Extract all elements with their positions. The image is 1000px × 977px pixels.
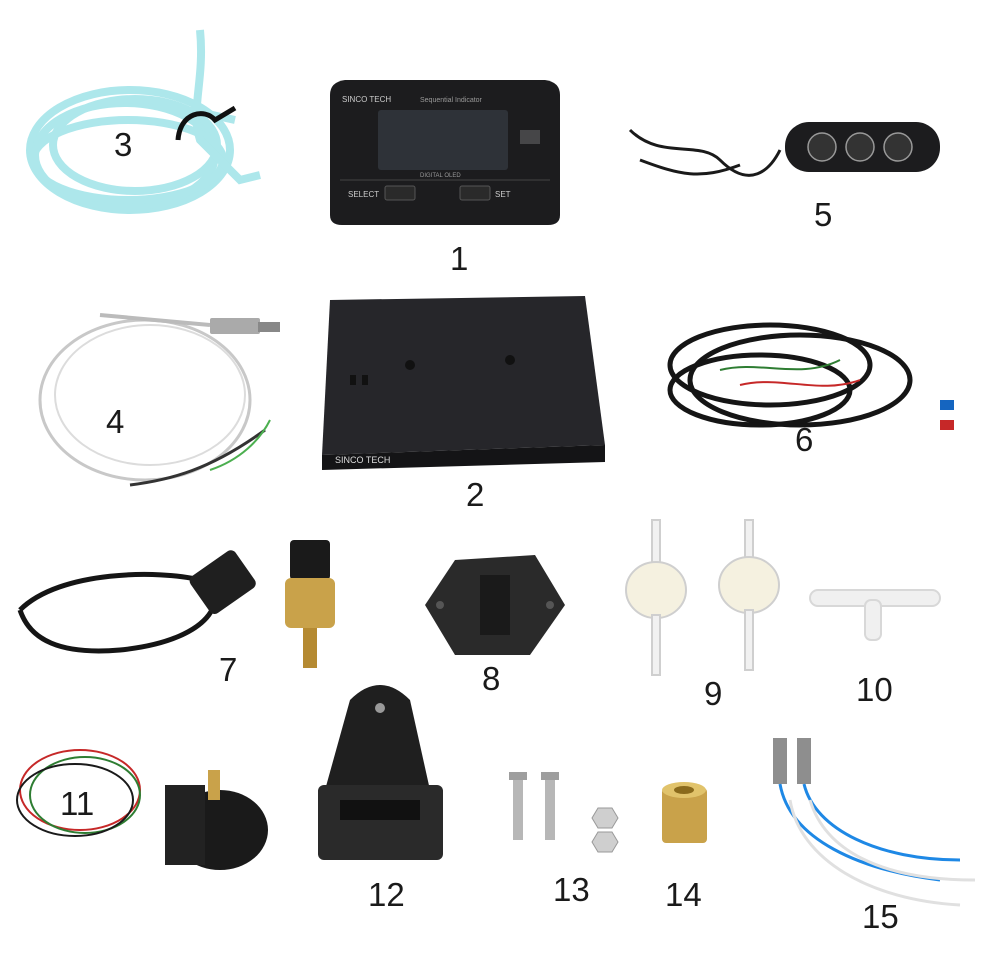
label-part-6: 6: [795, 421, 814, 458]
display-bracket: [318, 685, 443, 860]
label-part-4: 4: [106, 403, 125, 440]
control-box-brand-text: SINCO TECH: [335, 455, 390, 465]
select-button-text: SELECT: [348, 190, 379, 199]
remote-controller: [628, 122, 940, 177]
mounting-plate: [425, 555, 565, 655]
hose-tie: [175, 105, 237, 141]
t-connector: [809, 589, 941, 641]
display-unit: SINCO TECH Sequential Indicator DIGITAL …: [330, 80, 560, 225]
label-part-11: 11: [60, 785, 95, 822]
boost-solenoid: [16, 749, 268, 870]
screws-and-nuts: [509, 772, 619, 853]
display-header-text: Sequential Indicator: [420, 97, 483, 104]
control-box: SINCO TECH: [322, 296, 605, 470]
sensor-fittings: [773, 738, 976, 907]
label-part-9: 9: [704, 675, 723, 712]
wiring-harness: [667, 322, 954, 430]
label-part-1: 1: [450, 240, 469, 277]
check-valves: [625, 519, 780, 676]
pressure-sensor: [17, 540, 335, 668]
label-part-15: 15: [862, 898, 899, 935]
label-part-14: 14: [665, 876, 702, 913]
label-part-12: 12: [368, 876, 405, 913]
label-part-3: 3: [114, 126, 133, 163]
vacuum-hose: [26, 29, 261, 214]
label-part-7: 7: [219, 651, 238, 688]
egt-probe: [38, 313, 280, 487]
display-subtext: DIGITAL OLED: [420, 173, 461, 179]
label-part-10: 10: [856, 671, 893, 708]
label-part-2: 2: [466, 476, 485, 513]
label-part-13: 13: [553, 871, 590, 908]
brass-adapter: [662, 782, 707, 843]
label-part-5: 5: [814, 196, 833, 233]
display-brand-text: SINCO TECH: [342, 95, 391, 104]
set-button-text: SET: [495, 190, 511, 199]
label-part-8: 8: [482, 660, 501, 697]
